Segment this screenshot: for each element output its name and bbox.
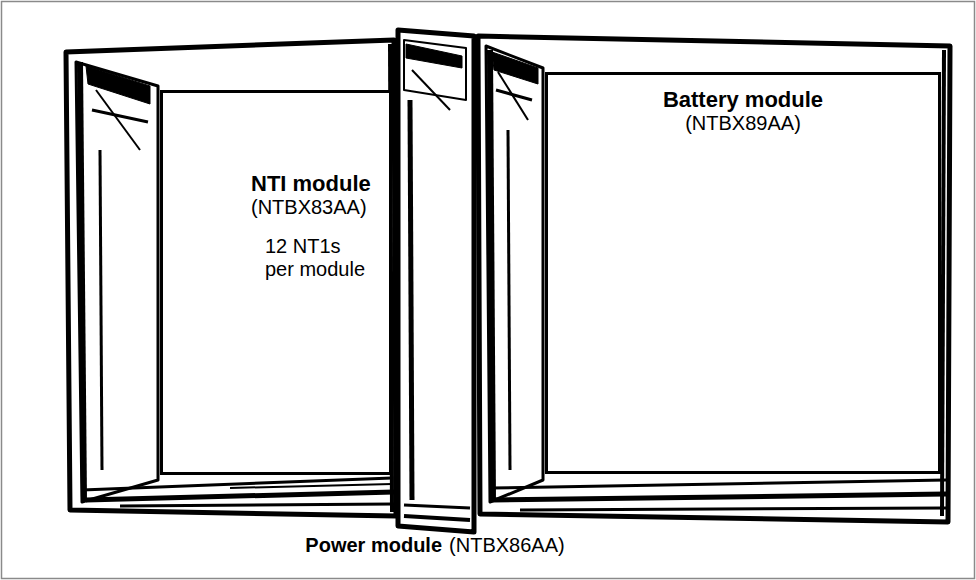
- module-note: 12 NT1s per module: [265, 235, 369, 281]
- module-name: Battery module: [558, 87, 928, 112]
- power-module: Power module(NTBX86AA): [400, 42, 470, 520]
- nti-housing: [66, 40, 396, 516]
- part-number: (NTBX86AA): [449, 534, 565, 557]
- module-name: NTI module: [251, 171, 379, 196]
- nti-module-face: NTI module(NTBX83AA) 12 NT1s per module: [160, 90, 392, 475]
- battery-housing: [478, 36, 950, 522]
- power-housing: [398, 30, 474, 532]
- part-number: (NTBX89AA): [558, 112, 928, 135]
- module-name: Power module: [305, 534, 442, 557]
- part-number: (NTBX83AA): [251, 196, 379, 219]
- module-label: Power module (NTBX86AA): [305, 534, 564, 557]
- battery-module-face: Battery module(NTBX89AA): [545, 72, 941, 474]
